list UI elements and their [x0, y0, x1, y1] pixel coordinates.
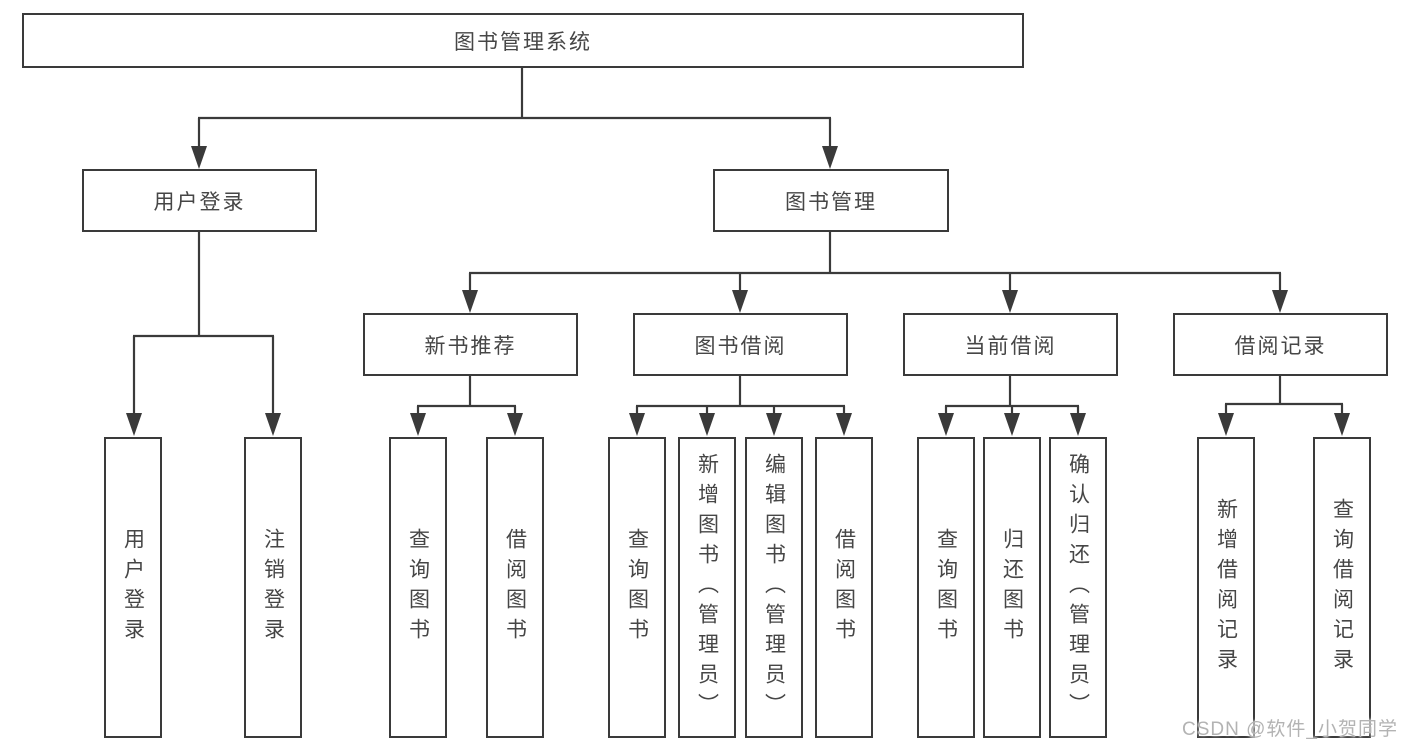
node-current-borrow: 当前借阅: [903, 313, 1118, 376]
leaf-user-login: 用户登录: [104, 437, 162, 738]
csdn-watermark: CSDN @软件_小贺同学: [1182, 719, 1398, 740]
leaf-newbook-query-books: 查询图书: [389, 437, 447, 738]
leaf-borrow-borrow-books: 借阅图书: [815, 437, 873, 738]
node-book-borrow: 图书借阅: [633, 313, 848, 376]
leaf-borrow-borrow-books-label: 借阅图书: [832, 527, 856, 648]
leaf-current-return-books-label: 归还图书: [1000, 527, 1024, 648]
node-borrow-records-label: 借阅记录: [1234, 334, 1327, 358]
leaf-records-add-record: 新增借阅记录: [1197, 437, 1255, 738]
node-book-management: 图书管理: [713, 169, 949, 232]
arrowhead-icons: [126, 146, 1350, 436]
leaf-newbook-borrow-books: 借阅图书: [486, 437, 544, 738]
leaf-current-query-books: 查询图书: [917, 437, 975, 738]
leaf-records-query-record-label: 查询借阅记录: [1330, 497, 1354, 678]
leaf-current-query-books-label: 查询图书: [934, 527, 958, 648]
leaf-newbook-query-books-label: 查询图书: [406, 527, 430, 648]
node-book-management-label: 图书管理: [785, 190, 877, 214]
leaf-current-confirm-return-admin-label: 确认归还（管理员）: [1066, 452, 1090, 723]
leaf-borrow-query-books: 查询图书: [608, 437, 666, 738]
node-new-book-recommend-label: 新书推荐: [424, 334, 517, 358]
node-root-label: 图书管理系统: [454, 30, 592, 54]
node-borrow-records: 借阅记录: [1173, 313, 1388, 376]
leaf-current-return-books: 归还图书: [983, 437, 1041, 738]
node-root: 图书管理系统: [22, 13, 1024, 68]
leaf-borrow-edit-books-admin-label: 编辑图书（管理员）: [762, 452, 786, 723]
node-current-borrow-label: 当前借阅: [964, 334, 1057, 358]
leaf-newbook-borrow-books-label: 借阅图书: [503, 527, 527, 648]
leaf-user-login-label: 用户登录: [121, 527, 145, 648]
node-book-borrow-label: 图书借阅: [694, 334, 787, 358]
leaf-logout-label: 注销登录: [261, 527, 285, 648]
leaf-borrow-query-books-label: 查询图书: [625, 527, 649, 648]
leaf-borrow-add-books-admin: 新增图书（管理员）: [678, 437, 736, 738]
leaf-logout: 注销登录: [244, 437, 302, 738]
node-user-login-label: 用户登录: [153, 190, 246, 214]
node-user-login: 用户登录: [82, 169, 317, 232]
node-new-book-recommend: 新书推荐: [363, 313, 578, 376]
leaf-borrow-edit-books-admin: 编辑图书（管理员）: [745, 437, 803, 738]
leaf-current-confirm-return-admin: 确认归还（管理员）: [1049, 437, 1107, 738]
leaf-records-add-record-label: 新增借阅记录: [1214, 497, 1238, 678]
leaf-borrow-add-books-admin-label: 新增图书（管理员）: [695, 452, 719, 723]
leaf-records-query-record: 查询借阅记录: [1313, 437, 1371, 738]
